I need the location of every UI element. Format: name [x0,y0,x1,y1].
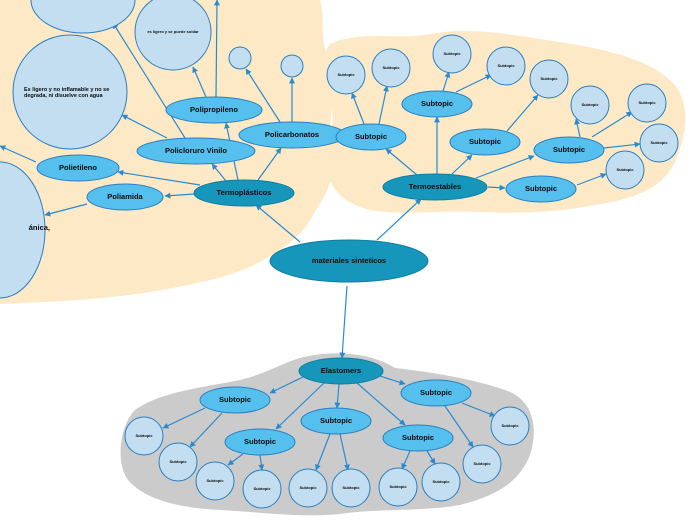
sub5-to-leaf-9 [576,173,607,186]
central-to-termoestables [376,198,422,241]
policarbonatos-empty-leaf-2[interactable] [280,54,304,78]
termoplasticos-to-policarbonatos [257,147,282,181]
termoplasticos-to-polietileno [117,169,201,186]
el-leaf-9[interactable] [462,444,502,484]
el-leaf-3[interactable] [195,461,235,501]
el-leaf-10[interactable] [490,406,530,446]
el-leaf-8[interactable] [421,462,461,502]
sub1-to-leaf-2 [378,85,389,125]
te-to-sub-4 [475,155,535,179]
sub4-to-el-leaf-3 [227,453,244,466]
polietileno-to-left [0,145,37,163]
sub4-to-el-leaf-4 [258,454,265,471]
te-to-sub-5 [487,184,506,191]
el-leaf-4[interactable] [242,469,282,509]
el-to-sub-1 [269,376,304,394]
termoestables-region [324,31,686,213]
te-leaf-6[interactable] [570,85,610,125]
central-to-termoplasticos [255,204,301,243]
polipropileno-to-note [192,66,207,98]
sub4-to-leaf-7 [591,111,633,138]
te-leaf-8[interactable] [639,123,679,163]
termoestables-subtopic-1[interactable] [335,123,407,151]
central-to-elastomeros [339,285,348,359]
sub5-to-el-leaf-7 [401,450,411,470]
policarbonatos-empty-leaf-1[interactable] [228,46,252,70]
polipropileno-node[interactable] [165,96,263,124]
te-leaf-9[interactable] [605,150,645,190]
elastomeros-subtopic-2[interactable] [400,379,472,407]
te-leaf-2[interactable] [371,48,411,88]
el-leaf-2[interactable] [158,442,198,482]
termoplasticos-to-policloruro [211,163,227,182]
termoestables-subtopic-3[interactable] [449,128,521,156]
te-leaf-3[interactable] [432,34,472,74]
sub2-to-leaf-3 [442,71,451,92]
polipropileno-note-node[interactable] [134,0,212,71]
policarbonatos-node[interactable] [238,121,346,149]
te-leaf-1[interactable] [326,55,366,95]
te-leaf-4[interactable] [486,46,526,86]
top-left-note-node[interactable] [30,0,136,34]
policarbonatos-to-leaf-1 [245,68,281,123]
termoestables-subtopic-4[interactable] [533,136,605,164]
sub3-to-el-leaf-5 [315,433,331,471]
poliamida-to-partial [44,203,88,217]
sub4-to-leaf-8 [603,141,641,149]
sub1-to-leaf-1 [351,92,365,125]
partial-note-node[interactable] [0,161,46,299]
te-to-sub-1 [385,148,418,176]
polipropileno-to-top [213,0,220,98]
policloruro-to-top [112,22,186,139]
node-layer [0,0,679,509]
sub1-to-el-leaf-1 [162,407,206,429]
elastomeros-subtopic-5[interactable] [382,424,454,452]
termoplasticos-to-poliamida [164,192,195,199]
policloruro-to-note [121,114,168,139]
termoestables-subtopic-2[interactable] [401,90,473,118]
connector-lines [0,0,641,471]
termoestables-node[interactable] [382,173,488,201]
sub2-to-el-leaf-9 [444,405,474,448]
el-leaf-1[interactable] [124,416,164,456]
elastomeros-subtopic-1[interactable] [199,386,271,414]
sub1-to-el-leaf-2 [189,412,223,448]
sub3-to-el-leaf-6 [339,433,350,471]
sub5-to-el-leaf-8 [426,450,436,465]
elastomeros-subtopic-4[interactable] [224,428,296,456]
elastomeros-node[interactable] [298,357,384,385]
sub2-to-leaf-4 [455,74,492,93]
el-to-sub-3 [334,383,341,409]
termoplasticos-node[interactable] [193,179,295,207]
sub4-to-leaf-6 [574,118,581,138]
te-leaf-5[interactable] [529,59,569,99]
policloruro-note-node[interactable] [12,34,128,150]
termoestables-subtopic-5[interactable] [505,175,577,203]
el-leaf-5[interactable] [288,468,328,508]
te-to-sub-3 [451,154,473,175]
el-to-sub-2 [379,375,406,386]
central-topic-node[interactable] [269,239,429,283]
sub3-to-leaf-5 [506,94,539,132]
te-leaf-7[interactable] [627,83,667,123]
elastomeros-subtopic-3[interactable] [300,407,372,435]
el-leaf-7[interactable] [378,467,418,507]
el-to-sub-5 [356,382,406,426]
policloruro-vinilo-node[interactable] [136,137,256,165]
el-to-sub-4 [275,382,325,430]
el-leaf-6[interactable] [331,468,371,508]
sub2-to-el-leaf-10 [461,402,496,417]
polietileno-node[interactable] [36,154,120,182]
poliamida-node[interactable] [86,183,164,211]
